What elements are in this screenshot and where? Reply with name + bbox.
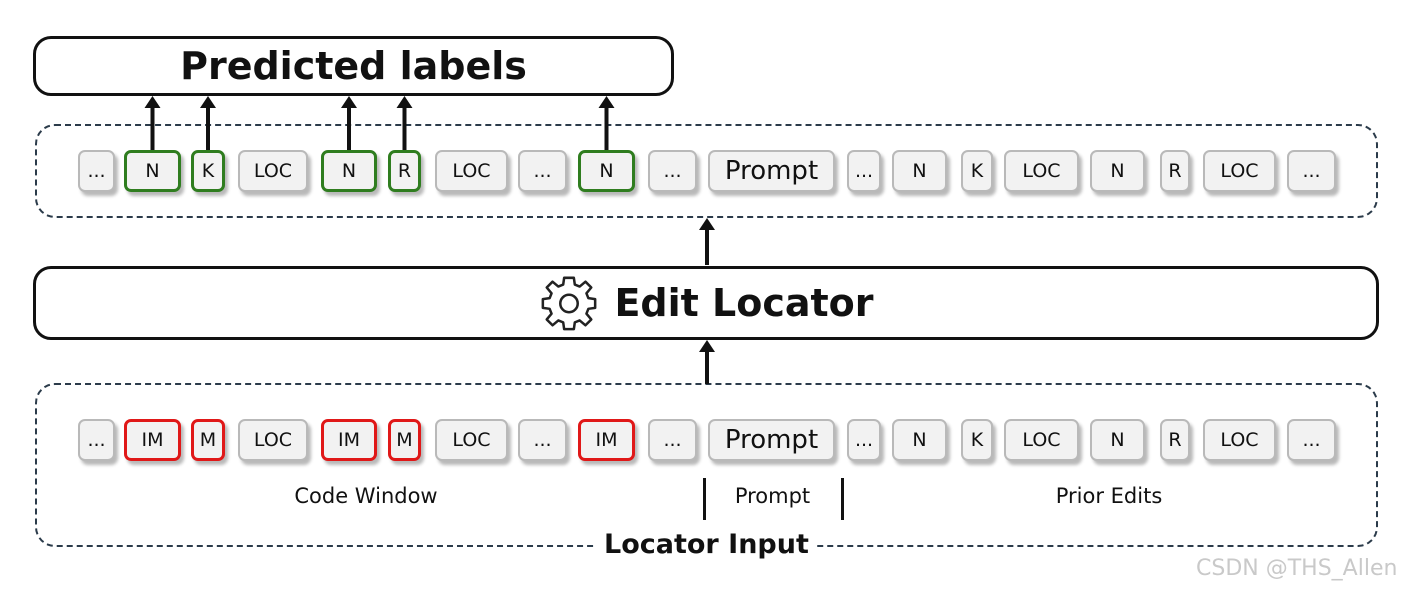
input-token-loc: LOC bbox=[1004, 419, 1079, 461]
output-token-ellipsis: ... bbox=[518, 150, 567, 192]
output-token-n: N bbox=[321, 150, 377, 192]
predicted-labels-text: Predicted labels bbox=[180, 44, 527, 88]
output-token-label: K bbox=[201, 160, 215, 182]
gear-icon bbox=[538, 272, 600, 334]
output-token-ellipsis: ... bbox=[847, 150, 881, 192]
input-token-label: M bbox=[199, 429, 217, 451]
input-token-loc: LOC bbox=[238, 419, 308, 461]
input-token-label: ... bbox=[663, 429, 682, 451]
output-token-label: N bbox=[1110, 160, 1125, 182]
input-token-label: LOC bbox=[1022, 429, 1061, 451]
locator-to-output-arrow bbox=[699, 218, 715, 265]
input-token-label: IM bbox=[595, 429, 618, 451]
output-token-ellipsis: ... bbox=[78, 150, 115, 192]
output-token-label: ... bbox=[1302, 160, 1321, 182]
input-token-label: M bbox=[396, 429, 413, 451]
input-token-loc: LOC bbox=[1203, 419, 1276, 461]
input-token-label: IM bbox=[338, 429, 360, 451]
output-token-label: LOC bbox=[253, 160, 293, 182]
input-token-loc: LOC bbox=[435, 419, 508, 461]
input-token-ellipsis: ... bbox=[847, 419, 881, 461]
input-token-im: IM bbox=[321, 419, 377, 461]
locator-input-container bbox=[35, 383, 1378, 547]
output-token-r: R bbox=[388, 150, 421, 192]
output-token-label: LOC bbox=[1022, 160, 1061, 182]
input-token-ellipsis: ... bbox=[648, 419, 697, 461]
predicted-labels-box: Predicted labels bbox=[33, 36, 674, 96]
code-window-label: Code Window bbox=[294, 484, 438, 508]
section-divider-right bbox=[841, 478, 844, 520]
input-token-r: R bbox=[1160, 419, 1190, 461]
output-token-k: K bbox=[191, 150, 225, 192]
input-token-label: ... bbox=[87, 429, 106, 451]
input-token-label: ... bbox=[533, 429, 552, 451]
output-token-n: N bbox=[1090, 150, 1145, 192]
input-token-label: ... bbox=[1302, 429, 1321, 451]
input-token-label: IM bbox=[141, 429, 164, 451]
output-token-label: Prompt bbox=[724, 156, 819, 186]
edit-locator-text: Edit Locator bbox=[614, 281, 874, 325]
output-token-label: ... bbox=[663, 160, 682, 182]
output-token-n: N bbox=[578, 150, 635, 192]
input-token-label: LOC bbox=[1220, 429, 1259, 451]
input-to-locator-arrow bbox=[699, 340, 715, 384]
prior-edits-label: Prior Edits bbox=[1055, 484, 1163, 508]
input-token-k: K bbox=[961, 419, 993, 461]
input-token-label: Prompt bbox=[724, 425, 819, 455]
input-token-label: LOC bbox=[253, 429, 293, 451]
output-token-label: ... bbox=[533, 160, 552, 182]
output-token-r: R bbox=[1160, 150, 1190, 192]
output-token-label: N bbox=[341, 160, 357, 182]
input-token-label: LOC bbox=[452, 429, 491, 451]
watermark-text: CSDN @THS_Allen bbox=[1196, 556, 1398, 581]
output-token-k: K bbox=[961, 150, 993, 192]
output-token-container bbox=[35, 124, 1378, 218]
output-token-label: LOC bbox=[452, 160, 491, 182]
output-token-label: R bbox=[1168, 160, 1182, 182]
output-token-loc: LOC bbox=[238, 150, 308, 192]
input-token-ellipsis: ... bbox=[518, 419, 567, 461]
output-token-ellipsis: ... bbox=[1287, 150, 1336, 192]
input-token-m: M bbox=[191, 419, 225, 461]
output-token-prompt: Prompt bbox=[708, 150, 835, 192]
input-token-n: N bbox=[892, 419, 947, 461]
input-token-n: N bbox=[1090, 419, 1145, 461]
output-token-n: N bbox=[124, 150, 181, 192]
edit-locator-box: Edit Locator bbox=[33, 266, 1379, 340]
output-token-loc: LOC bbox=[1004, 150, 1079, 192]
input-token-ellipsis: ... bbox=[1287, 419, 1336, 461]
input-token-im: IM bbox=[124, 419, 181, 461]
output-token-label: K bbox=[970, 160, 984, 182]
input-token-label: N bbox=[1110, 429, 1125, 451]
input-token-label: R bbox=[1168, 429, 1182, 451]
output-token-label: ... bbox=[854, 160, 874, 182]
input-token-im: IM bbox=[578, 419, 635, 461]
output-token-label: R bbox=[397, 160, 412, 182]
output-token-ellipsis: ... bbox=[648, 150, 697, 192]
input-token-prompt: Prompt bbox=[708, 419, 835, 461]
output-token-label: LOC bbox=[1220, 160, 1259, 182]
output-token-n: N bbox=[892, 150, 947, 192]
input-token-label: ... bbox=[854, 429, 874, 451]
output-token-label: ... bbox=[87, 160, 106, 182]
section-divider-left bbox=[703, 478, 706, 520]
output-token-label: N bbox=[599, 160, 614, 182]
output-token-loc: LOC bbox=[435, 150, 508, 192]
output-token-loc: LOC bbox=[1203, 150, 1276, 192]
locator-input-title: Locator Input bbox=[596, 529, 817, 560]
input-token-label: K bbox=[970, 429, 984, 451]
output-token-label: N bbox=[912, 160, 927, 182]
prompt-section-label: Prompt bbox=[734, 484, 811, 508]
input-token-m: M bbox=[388, 419, 421, 461]
input-token-label: N bbox=[912, 429, 927, 451]
input-token-ellipsis: ... bbox=[78, 419, 115, 461]
output-token-label: N bbox=[145, 160, 160, 182]
